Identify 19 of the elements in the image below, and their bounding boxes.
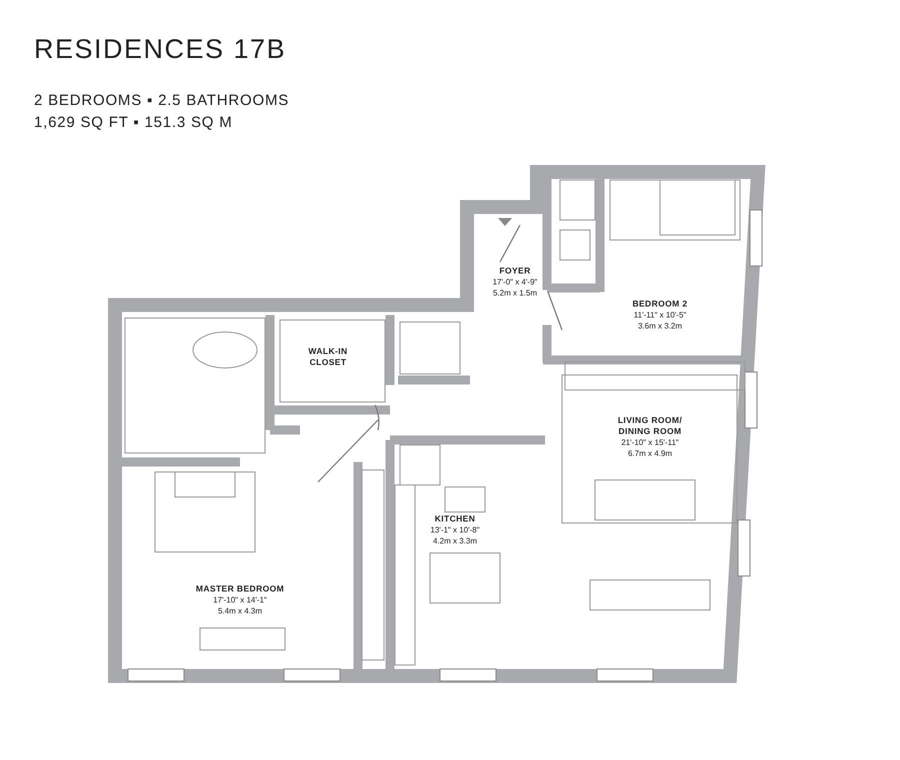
plan-title: RESIDENCES 17B bbox=[34, 34, 286, 65]
unit-summary: 2 BEDROOMS ▪ 2.5 BATHROOMS bbox=[34, 92, 290, 109]
room-dimensions: 5.4m x 4.3m bbox=[216, 606, 263, 616]
room-dimensions: 3.6m x 3.2m bbox=[636, 320, 683, 332]
room-name: LIVING ROOM/ DINING ROOM bbox=[616, 415, 684, 437]
room-dimensions: 17'-10" x 14'-1" bbox=[212, 594, 268, 606]
room-name: FOYER bbox=[498, 266, 532, 276]
unit-summary: 1,629 SQ FT ▪ 151.3 SQ M bbox=[34, 114, 232, 131]
room-name: WALK-IN CLOSET bbox=[307, 346, 349, 368]
room-dimensions: 5.2m x 1.5m bbox=[492, 288, 538, 298]
room-name: KITCHEN bbox=[434, 514, 476, 524]
room-name: MASTER BEDROOM bbox=[194, 584, 286, 594]
room-name: BEDROOM 2 bbox=[631, 298, 689, 310]
room-dimensions: 13'-1" x 10'-8" bbox=[429, 524, 481, 536]
room-dimensions: 11'-11" x 10'-5" bbox=[632, 310, 688, 320]
room-dimensions: 6.7m x 4.9m bbox=[626, 448, 673, 459]
room-dimensions: 17'-0" x 4'-9" bbox=[492, 276, 538, 288]
room-dimensions: 4.2m x 3.3m bbox=[432, 536, 478, 546]
room-dimensions: 21'-10" x 15'-11" bbox=[620, 437, 680, 448]
